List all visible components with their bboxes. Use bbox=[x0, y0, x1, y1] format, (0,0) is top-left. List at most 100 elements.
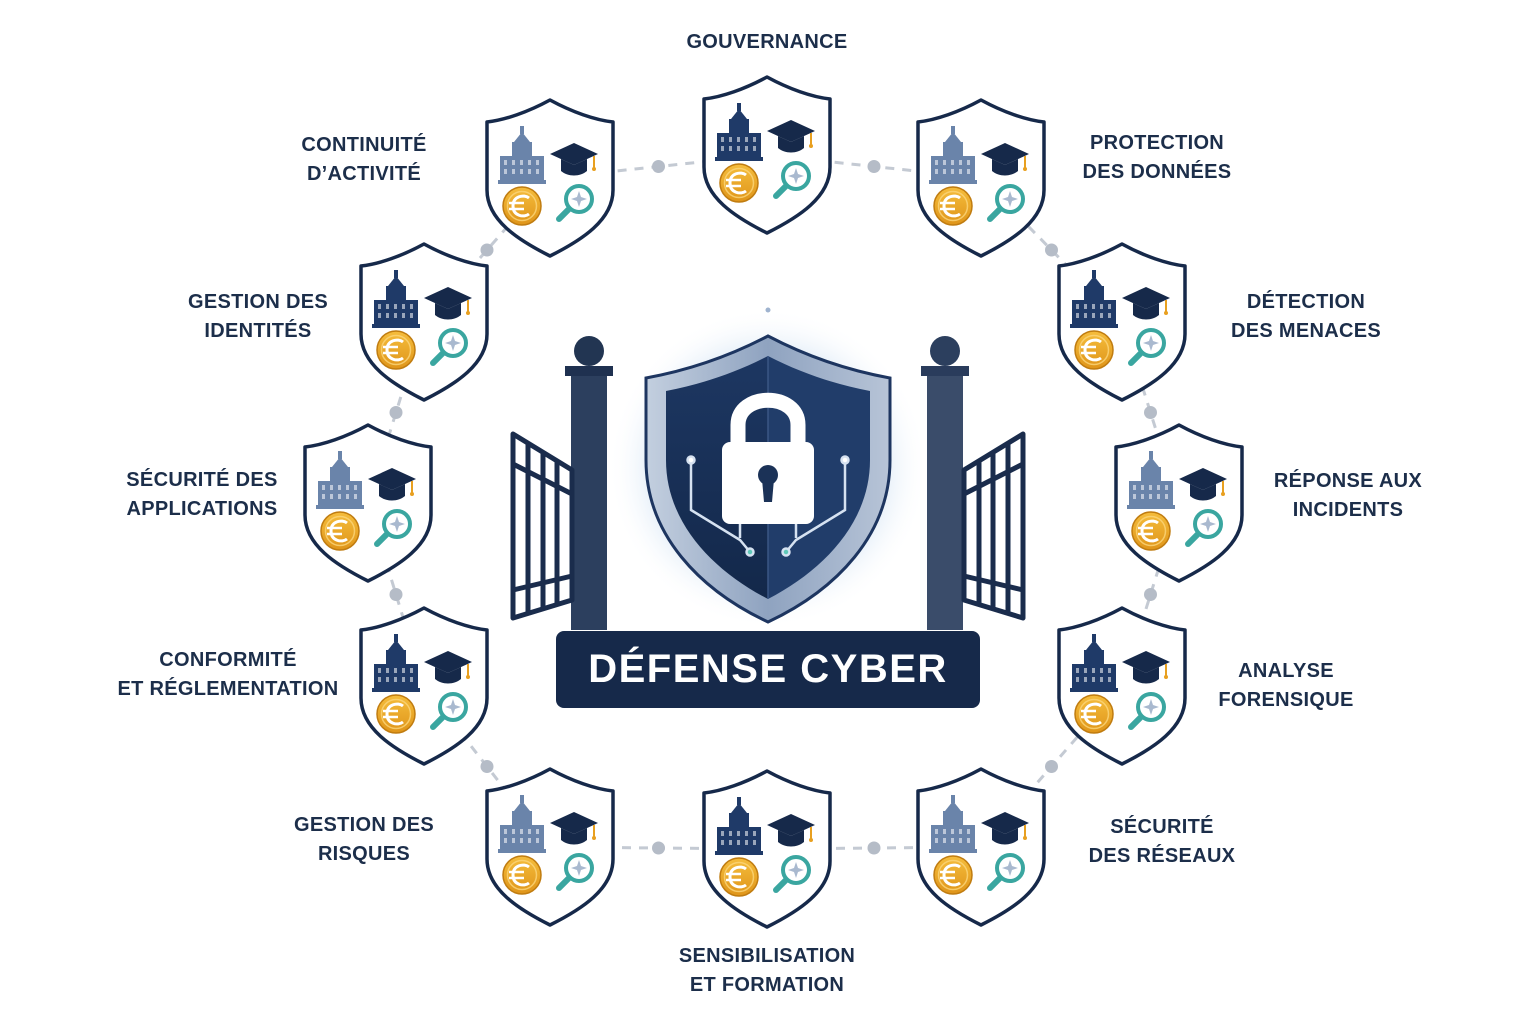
magnifier-icon bbox=[987, 853, 1025, 891]
module-label-line: GESTION DES bbox=[294, 814, 434, 836]
module-label-line: GOUVERNANCE bbox=[686, 30, 848, 53]
graduation-cap-icon bbox=[424, 651, 472, 684]
euro-coin-icon bbox=[376, 330, 416, 370]
building-icon bbox=[316, 451, 364, 509]
center-title: DÉFENSE CYBER bbox=[556, 631, 980, 708]
magnifier-icon bbox=[556, 184, 594, 222]
module-shield-detection-menaces bbox=[1057, 242, 1187, 402]
euro-coin-icon bbox=[933, 186, 973, 226]
module-label-line: APPLICATIONS bbox=[126, 498, 278, 520]
connector-dot bbox=[480, 760, 494, 773]
module-label-line: INCIDENTS bbox=[1292, 499, 1404, 521]
euro-coin-icon bbox=[502, 186, 542, 226]
euro-coin-icon bbox=[1131, 511, 1171, 551]
left-pillar bbox=[565, 336, 613, 630]
building-icon bbox=[715, 103, 763, 161]
module-shield-gouvernance bbox=[702, 75, 832, 235]
euro-coin-icon bbox=[320, 511, 360, 551]
module-label-line: CONFORMITÉ bbox=[159, 649, 297, 671]
module-label-line: SENSIBILISATION bbox=[678, 945, 856, 967]
module-label-line: DES RÉSEAUX bbox=[1088, 845, 1236, 867]
euro-coin-icon bbox=[376, 694, 416, 734]
module-label-detection-menaces: DÉTECTION DES MENACES bbox=[1166, 288, 1446, 346]
circuit-traces bbox=[686, 455, 850, 557]
module-label-line: ET FORMATION bbox=[689, 974, 845, 996]
module-label-line: SÉCURITÉ bbox=[1110, 816, 1214, 838]
building-icon bbox=[498, 126, 546, 184]
connector-dot bbox=[1144, 406, 1157, 419]
graduation-cap-icon bbox=[1179, 468, 1227, 501]
module-label-conformite-reglementation: CONFORMITÉ ET RÉGLEMENTATION bbox=[88, 646, 368, 704]
connector-dot bbox=[867, 841, 881, 855]
building-icon bbox=[929, 795, 977, 853]
module-shield-securite-reseaux bbox=[916, 767, 1046, 927]
graduation-cap-icon bbox=[368, 468, 416, 501]
module-label-line: DÉTECTION bbox=[1246, 291, 1366, 313]
connector-dot bbox=[480, 243, 494, 257]
module-label-sensibilisation-formation: SENSIBILISATION ET FORMATION bbox=[627, 942, 907, 1000]
connector-dot bbox=[867, 160, 881, 173]
module-label-line: RISQUES bbox=[317, 843, 411, 865]
module-label-line: ANALYSE bbox=[1238, 660, 1334, 682]
graduation-cap-icon bbox=[550, 812, 598, 845]
module-shield-reponse-incidents bbox=[1114, 423, 1244, 583]
connector-dot bbox=[652, 841, 665, 855]
euro-coin-icon bbox=[1074, 330, 1114, 370]
graduation-cap-icon bbox=[424, 287, 472, 320]
module-shield-gestion-risques bbox=[485, 767, 615, 927]
magnifier-icon bbox=[556, 853, 594, 891]
module-shield-securite-applications bbox=[303, 423, 433, 583]
right-pillar bbox=[921, 336, 969, 630]
euro-coin-icon bbox=[719, 857, 759, 897]
magnifier-icon bbox=[430, 328, 468, 366]
module-shield-continuite-activite bbox=[485, 98, 615, 258]
magnifier-icon bbox=[1185, 509, 1223, 547]
module-label-line: DES MENACES bbox=[1231, 320, 1381, 342]
building-icon bbox=[372, 270, 420, 328]
euro-coin-icon bbox=[933, 855, 973, 895]
module-shield-sensibilisation-formation bbox=[702, 769, 832, 929]
building-icon bbox=[929, 126, 977, 184]
graduation-cap-icon bbox=[550, 143, 598, 176]
building-icon bbox=[715, 797, 763, 855]
euro-coin-icon bbox=[1074, 694, 1114, 734]
center-glow-dot bbox=[765, 307, 771, 313]
magnifier-icon bbox=[773, 855, 811, 893]
graduation-cap-icon bbox=[981, 143, 1029, 176]
left-gate bbox=[510, 431, 575, 621]
building-icon bbox=[1070, 270, 1118, 328]
module-label-securite-reseaux: SÉCURITÉ DES RÉSEAUX bbox=[1022, 813, 1302, 871]
module-label-line: SÉCURITÉ DES bbox=[126, 469, 278, 491]
module-label-analyse-forensique: ANALYSE FORENSIQUE bbox=[1146, 657, 1426, 715]
module-shield-protection-donnees bbox=[916, 98, 1046, 258]
module-shield-conformite-reglementation bbox=[359, 606, 489, 766]
graduation-cap-icon bbox=[767, 814, 815, 847]
center-emblem bbox=[510, 307, 1026, 630]
module-label-line: FORENSIQUE bbox=[1218, 689, 1354, 711]
connector-dot bbox=[1045, 760, 1058, 773]
building-icon bbox=[1127, 451, 1175, 509]
module-shield-analyse-forensique bbox=[1057, 606, 1187, 766]
module-label-line: GESTION DES bbox=[188, 291, 328, 313]
magnifier-icon bbox=[987, 184, 1025, 222]
module-label-gestion-identites: GESTION DES IDENTITÉS bbox=[118, 288, 398, 346]
connector-dot bbox=[652, 160, 665, 173]
module-label-line: ET RÉGLEMENTATION bbox=[117, 678, 339, 700]
euro-coin-icon bbox=[719, 163, 759, 203]
magnifier-icon bbox=[430, 692, 468, 730]
right-gate bbox=[961, 431, 1026, 621]
module-label-gestion-risques: GESTION DES RISQUES bbox=[224, 811, 504, 869]
magnifier-icon bbox=[1128, 328, 1166, 366]
graduation-cap-icon bbox=[767, 120, 815, 153]
graduation-cap-icon bbox=[1122, 287, 1170, 320]
module-label-line: PROTECTION bbox=[1089, 132, 1225, 154]
connector-dot bbox=[1045, 243, 1058, 257]
building-icon bbox=[498, 795, 546, 853]
module-label-line: IDENTITÉS bbox=[204, 320, 312, 342]
module-label-line: CONTINUITÉ bbox=[301, 134, 427, 156]
